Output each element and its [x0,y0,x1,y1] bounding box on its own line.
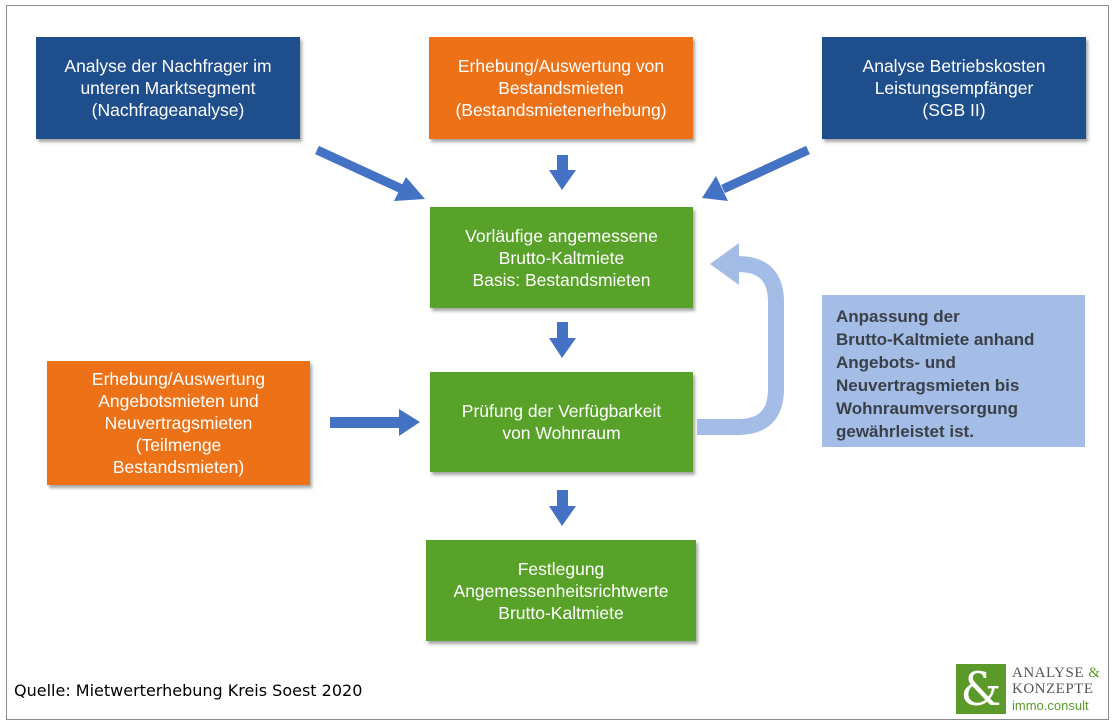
company-logo: & ANALYSE & KONZEPTE immo.consult [956,664,1106,714]
arrow-nachfrage-to-vorlaeufig [315,145,425,201]
box-anpassung: Anpassung der Brutto-Kaltmiete anhand An… [822,295,1085,447]
box-pruefung: Prüfung der Verfügbarkeit von Wohnraum [430,372,693,472]
box-festlegung: Festlegung Angemessenheitsrichtwerte Bru… [426,540,696,641]
arrow-vorlaeufig-to-pruefung [549,322,576,358]
arrow-angebot-to-pruefung [330,409,420,436]
logo-text-amp: & [1088,665,1101,681]
source-note: Quelle: Mietwerterhebung Kreis Soest 202… [14,681,363,700]
box-vorlaeufige-miete: Vorläufige angemessene Brutto-Kaltmiete … [430,207,693,308]
arrow-bestand-to-vorlaeufig [549,155,576,190]
logo-text-konzepte: KONZEPTE [1012,681,1094,697]
logo-text-immo: immo.consult [1012,698,1089,713]
arrow-feedback-loop [697,243,784,435]
arrow-pruefung-to-festlegung [549,490,576,526]
logo-line-1: ANALYSE & [1012,665,1100,682]
arrow-betriebskosten-to-vorlaeufig [702,145,810,201]
logo-text-analyse: ANALYSE [1012,665,1084,681]
ampersand-logo-mark: & [956,664,1006,714]
box-bestandsmieten: Erhebung/Auswertung von Bestandsmieten (… [429,37,693,139]
box-angebotsmieten: Erhebung/Auswertung Angebotsmieten und N… [47,361,310,485]
box-betriebskosten: Analyse Betriebskosten Leistungsempfänge… [822,37,1086,139]
box-nachfrageanalyse: Analyse der Nachfrager im unteren Markts… [36,37,300,139]
